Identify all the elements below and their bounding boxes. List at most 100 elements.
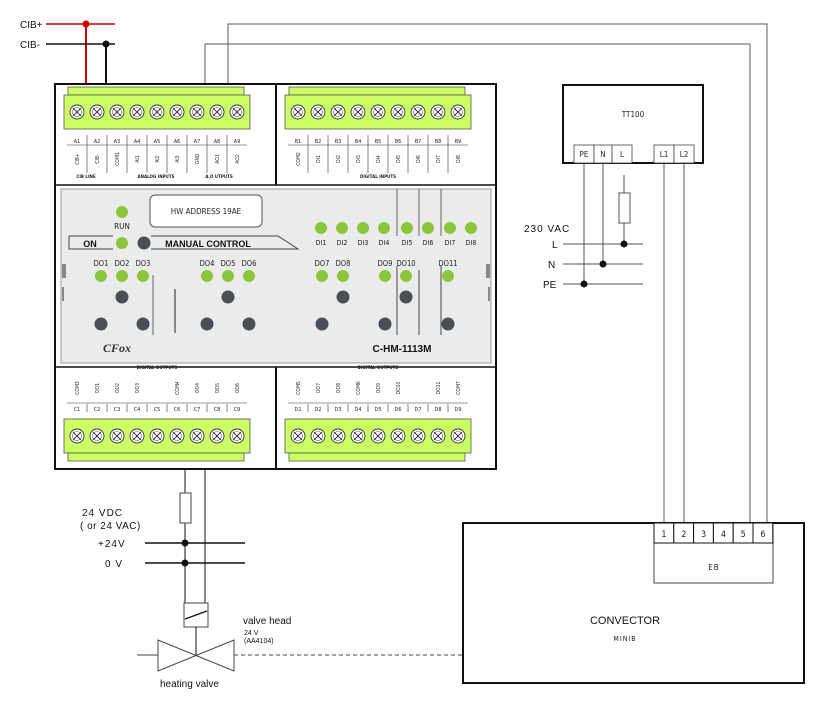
- tt100-label: TT100: [621, 110, 645, 119]
- screw-terminal[interactable]: [370, 428, 386, 444]
- screw-terminal[interactable]: [189, 428, 205, 444]
- valve-head-voltage: 24 V: [244, 630, 259, 637]
- terminal-id: C2: [94, 407, 101, 413]
- screw-terminal[interactable]: [290, 428, 306, 444]
- supply-plus-label: +24V: [98, 539, 126, 550]
- manual-output-button[interactable]: [115, 290, 129, 304]
- manual-output-button[interactable]: [200, 317, 214, 331]
- manual-output-button[interactable]: [315, 317, 329, 331]
- terminal-id: C6: [174, 407, 181, 413]
- terminal-block-a: A1CIB+A2CIB-A3COM1A4AI1A5AI2A6AI3A7GNDA8…: [63, 86, 251, 180]
- screw-terminal[interactable]: [149, 428, 165, 444]
- convector-model: MINIB: [613, 635, 636, 643]
- terminal-signal: DI1: [316, 155, 322, 163]
- di-led: [336, 222, 348, 234]
- screw-terminal[interactable]: [169, 428, 185, 444]
- screw-terminal[interactable]: [450, 428, 466, 444]
- screw-terminal[interactable]: [310, 428, 326, 444]
- manual-output-button[interactable]: [399, 290, 413, 304]
- eb-terminal-label: 4: [721, 530, 726, 540]
- screw-terminal[interactable]: [189, 104, 205, 120]
- terminal-id: C7: [194, 407, 201, 413]
- terminal-group-label: A.O UTPUTS: [205, 174, 233, 180]
- screw-terminal[interactable]: [109, 104, 125, 120]
- screw-terminal[interactable]: [410, 104, 426, 120]
- terminal-signal: AI3: [175, 155, 181, 162]
- do-led: [201, 270, 213, 282]
- screw-terminal[interactable]: [89, 428, 105, 444]
- hw-address-label-box: [149, 194, 263, 228]
- terminal-id: C5: [154, 407, 161, 413]
- screw-terminal[interactable]: [410, 428, 426, 444]
- screw-terminal[interactable]: [350, 104, 366, 120]
- terminal-id: B5: [375, 139, 382, 145]
- terminal-id: A2: [94, 139, 101, 145]
- screw-terminal[interactable]: [169, 104, 185, 120]
- manual-control-button[interactable]: [137, 236, 151, 250]
- eb-terminal-label: 6: [760, 530, 765, 540]
- screw-terminal[interactable]: [149, 104, 165, 120]
- do-led: [337, 270, 349, 282]
- screw-terminal[interactable]: [350, 428, 366, 444]
- terminal-blocks: A1CIB+A2CIB-A3COM1A4AI1A5AI2A6AI3A7GNDA8…: [63, 86, 472, 462]
- do-led-label: DO5: [221, 259, 236, 268]
- manual-output-button[interactable]: [136, 317, 150, 331]
- di-led: [357, 222, 369, 234]
- screw-terminal[interactable]: [310, 104, 326, 120]
- screw-terminal[interactable]: [450, 104, 466, 120]
- screw-terminal[interactable]: [69, 104, 85, 120]
- terminal-signal: DI3: [356, 155, 362, 163]
- do-led-label: DO3: [136, 259, 151, 268]
- manual-output-button[interactable]: [336, 290, 350, 304]
- terminal-signal: AI2: [155, 155, 161, 162]
- cib-plus-label: CIB+: [20, 20, 43, 31]
- terminal-id: D4: [355, 407, 362, 413]
- screw-terminal[interactable]: [330, 428, 346, 444]
- manual-output-button[interactable]: [221, 290, 235, 304]
- do-led: [95, 270, 107, 282]
- terminal-signal: CIB-: [95, 154, 101, 164]
- terminal-labels-a: A1CIB+A2CIB-A3COM1A4AI1A5AI2A6AI3A7GNDA8…: [67, 135, 247, 180]
- screw-terminal[interactable]: [330, 104, 346, 120]
- screw-terminal[interactable]: [209, 428, 225, 444]
- mains-pe-label: PE: [543, 280, 557, 291]
- screw-terminal[interactable]: [69, 428, 85, 444]
- terminal-signal: DO8: [336, 383, 342, 393]
- cib-minus-junction: [102, 40, 110, 48]
- do-led: [243, 270, 255, 282]
- terminal-signal: DO2: [115, 383, 121, 393]
- screw-terminal[interactable]: [430, 428, 446, 444]
- terminal-id: D7: [415, 407, 422, 413]
- terminal-signal: COM6: [356, 381, 362, 395]
- screw-terminal[interactable]: [390, 104, 406, 120]
- screw-terminal[interactable]: [290, 104, 306, 120]
- screw-terminal[interactable]: [370, 104, 386, 120]
- di-led-label: DI7: [445, 239, 456, 247]
- screw-terminal[interactable]: [229, 104, 245, 120]
- terminal-id: B2: [315, 139, 322, 145]
- terminal-labels-b: B1COM2B2DI1B3DI2B4DI3B5DI4B6DI5B7DI6B8DI…: [288, 135, 468, 180]
- screw-terminal[interactable]: [209, 104, 225, 120]
- screw-terminal[interactable]: [129, 104, 145, 120]
- screw-terminal[interactable]: [229, 428, 245, 444]
- eb-terminal: [752, 522, 774, 544]
- terminal-id: D3: [335, 407, 342, 413]
- screw-terminal[interactable]: [390, 428, 406, 444]
- hw-address: HW ADDRESS 19AE: [171, 207, 242, 216]
- terminal-signal: DO11: [436, 382, 442, 395]
- manual-output-button[interactable]: [441, 317, 455, 331]
- terminal-id: A8: [214, 139, 221, 145]
- screw-terminal[interactable]: [129, 428, 145, 444]
- upper-wires: [204, 23, 768, 525]
- manual-output-button[interactable]: [94, 317, 108, 331]
- screw-terminal[interactable]: [109, 428, 125, 444]
- manual-output-button[interactable]: [378, 317, 392, 331]
- manual-output-button[interactable]: [242, 317, 256, 331]
- di-led: [422, 222, 434, 234]
- screw-terminal[interactable]: [430, 104, 446, 120]
- screw-terminal[interactable]: [89, 104, 105, 120]
- do-led-label: DO2: [115, 259, 130, 268]
- terminal-signal: DO1: [95, 383, 101, 393]
